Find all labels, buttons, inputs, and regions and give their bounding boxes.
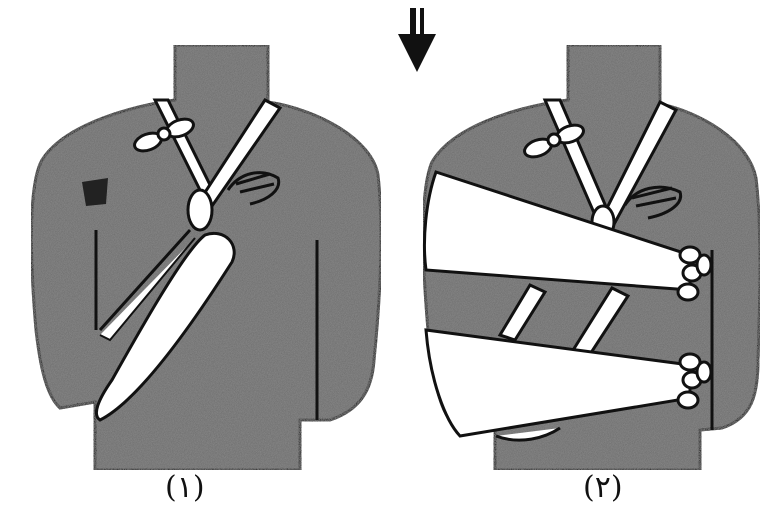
down-arrow-icon bbox=[398, 8, 436, 72]
panel-1-caption: (١) bbox=[165, 470, 205, 505]
panel-1-sling bbox=[31, 45, 381, 470]
panel-2-caption: (٢) bbox=[583, 470, 623, 505]
panel-2-sling-with-bandages bbox=[423, 45, 760, 470]
